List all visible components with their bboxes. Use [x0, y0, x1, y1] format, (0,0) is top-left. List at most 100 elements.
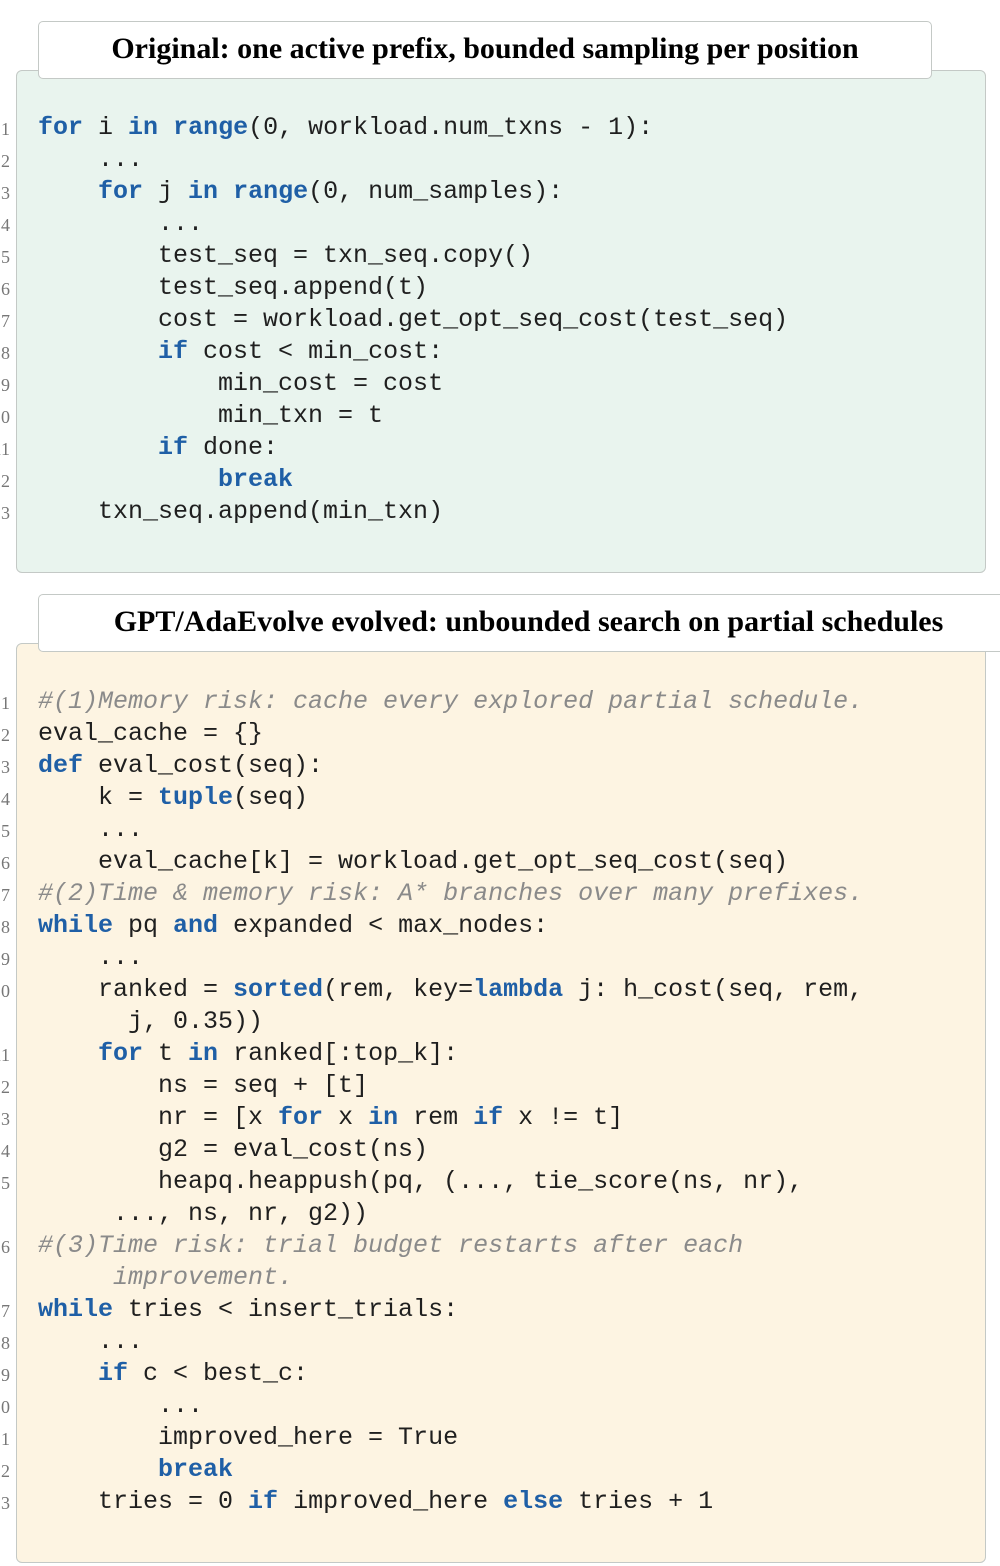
- code-text: ...: [38, 144, 143, 176]
- code-line: 13 nr = [x for x in rem if x != t]: [0, 1102, 1000, 1134]
- line-number: 6: [1, 279, 10, 299]
- code-token: i: [83, 113, 129, 142]
- line-number: 1: [1, 693, 10, 713]
- code-token: (0, workload.num_txns - 1):: [248, 113, 654, 142]
- code-line: 18 ...: [0, 1326, 1000, 1358]
- keyword-token: in: [188, 177, 219, 206]
- code-text: #(2)Time & memory risk: A* branches over…: [38, 878, 863, 910]
- keyword-token: for: [98, 1039, 144, 1068]
- code-token: tries < insert_trials:: [113, 1295, 459, 1324]
- code-token: ...: [38, 815, 144, 844]
- keyword-token: in: [188, 1039, 219, 1068]
- code-text: while pq and expanded < max_nodes:: [38, 910, 548, 942]
- code-line: 7 #(2)Time & memory risk: A* branches ove…: [0, 878, 1000, 910]
- code-token: (rem, key=: [323, 975, 474, 1004]
- code-line: 12 break: [0, 464, 1000, 496]
- line-number: 19: [0, 1365, 10, 1385]
- code-token: ...: [38, 1391, 204, 1420]
- code-line: 5 test_seq = txn_seq.copy(): [0, 240, 1000, 272]
- code-line: 8 if cost < min_cost:: [0, 336, 1000, 368]
- code-text: k = tuple(seq): [38, 782, 308, 814]
- line-number: 10: [0, 407, 10, 427]
- keyword-token: for: [98, 177, 144, 206]
- code-line: j, 0.35)): [0, 1006, 1000, 1038]
- line-number: 16: [0, 1237, 10, 1257]
- line-number: 8: [1, 343, 10, 363]
- line-number: 6: [1, 853, 10, 873]
- code-line: 2 eval_cache = {}: [0, 718, 1000, 750]
- code-token: eval_cache[k] = workload.get_opt_seq_cos…: [38, 847, 789, 876]
- code-line: 4 ...: [0, 208, 1000, 240]
- code-line: 3 for j in range(0, num_samples):: [0, 176, 1000, 208]
- code-text: for i in range(0, workload.num_txns - 1)…: [38, 112, 653, 144]
- code-token: done:: [188, 433, 279, 462]
- code-text: txn_seq.append(min_txn): [38, 496, 443, 528]
- code-token: test_seq.append(t): [38, 273, 429, 302]
- code-line: 6 test_seq.append(t): [0, 272, 1000, 304]
- code-token: ranked =: [38, 975, 234, 1004]
- code-token: tries + 1: [563, 1487, 714, 1516]
- line-number: 2: [1, 725, 10, 745]
- line-number: 5: [1, 247, 10, 267]
- code-token: t: [143, 1039, 189, 1068]
- keyword-token: sorted: [233, 975, 324, 1004]
- code-line: 20 ...: [0, 1390, 1000, 1422]
- evolved-code-block: 1 #(1)Memory risk: cache every explored p…: [0, 686, 1000, 1518]
- line-number: 7: [1, 885, 10, 905]
- keyword-token: range: [173, 113, 249, 142]
- keyword-token: in: [368, 1103, 399, 1132]
- code-line: 5 ...: [0, 814, 1000, 846]
- line-number: 13: [0, 1109, 10, 1129]
- code-line: 21 improved_here = True: [0, 1422, 1000, 1454]
- code-token: [38, 177, 98, 206]
- code-token: min_cost = cost: [38, 369, 444, 398]
- code-token: [38, 1359, 98, 1388]
- code-token: min_txn = t: [38, 401, 384, 430]
- code-token: [158, 113, 173, 142]
- code-line: 19 if c < best_c:: [0, 1358, 1000, 1390]
- keyword-token: if: [158, 433, 189, 462]
- code-line: 13 txn_seq.append(min_txn): [0, 496, 1000, 528]
- code-line: 10 min_txn = t: [0, 400, 1000, 432]
- code-line: 9 ...: [0, 942, 1000, 974]
- code-token: [218, 177, 233, 206]
- code-text: for t in ranked[:top_k]:: [38, 1038, 458, 1070]
- code-text: test_seq = txn_seq.copy(): [38, 240, 533, 272]
- code-line: 6 eval_cache[k] = workload.get_opt_seq_c…: [0, 846, 1000, 878]
- code-token: g2 = eval_cost(ns): [38, 1135, 429, 1164]
- code-text: #(1)Memory risk: cache every explored pa…: [38, 686, 863, 718]
- comment-token: #(3)Time risk: trial budget restarts aft…: [38, 1231, 744, 1260]
- code-token: tries = 0: [38, 1487, 249, 1516]
- code-line: 2 ...: [0, 144, 1000, 176]
- code-token: c < best_c:: [128, 1359, 309, 1388]
- code-token: ...: [38, 209, 204, 238]
- code-line: 22 break: [0, 1454, 1000, 1486]
- code-token: ...: [38, 145, 144, 174]
- line-number: 7: [1, 311, 10, 331]
- code-token: cost = workload.get_opt_seq_cost(test_se…: [38, 305, 789, 334]
- code-token: eval_cache = {}: [38, 719, 264, 748]
- line-number: 3: [1, 757, 10, 777]
- line-number: 14: [0, 1141, 10, 1161]
- code-token: heapq.heappush(pq, (..., tie_score(ns, n…: [38, 1167, 804, 1196]
- line-number: 4: [1, 789, 10, 809]
- keyword-token: else: [503, 1487, 564, 1516]
- code-token: improved_here = True: [38, 1423, 459, 1452]
- keyword-token: in: [128, 113, 159, 142]
- code-token: eval_cost(seq):: [83, 751, 324, 780]
- code-text: def eval_cost(seq):: [38, 750, 323, 782]
- code-text: tries = 0 if improved_here else tries + …: [38, 1486, 713, 1518]
- code-token: expanded < max_nodes:: [218, 911, 549, 940]
- line-number: 9: [1, 949, 10, 969]
- code-text: ...: [38, 942, 143, 974]
- line-number: 2: [1, 151, 10, 171]
- original-panel-title: Original: one active prefix, bounded sam…: [38, 21, 932, 79]
- code-token: j, 0.35)): [38, 1007, 264, 1036]
- code-text: nr = [x for x in rem if x != t]: [38, 1102, 623, 1134]
- line-number: 3: [1, 183, 10, 203]
- code-token: ...: [38, 1327, 144, 1356]
- code-text: ...: [38, 1326, 143, 1358]
- code-token: ..., ns, nr, g2)): [38, 1199, 369, 1228]
- code-line: 17while tries < insert_trials:: [0, 1294, 1000, 1326]
